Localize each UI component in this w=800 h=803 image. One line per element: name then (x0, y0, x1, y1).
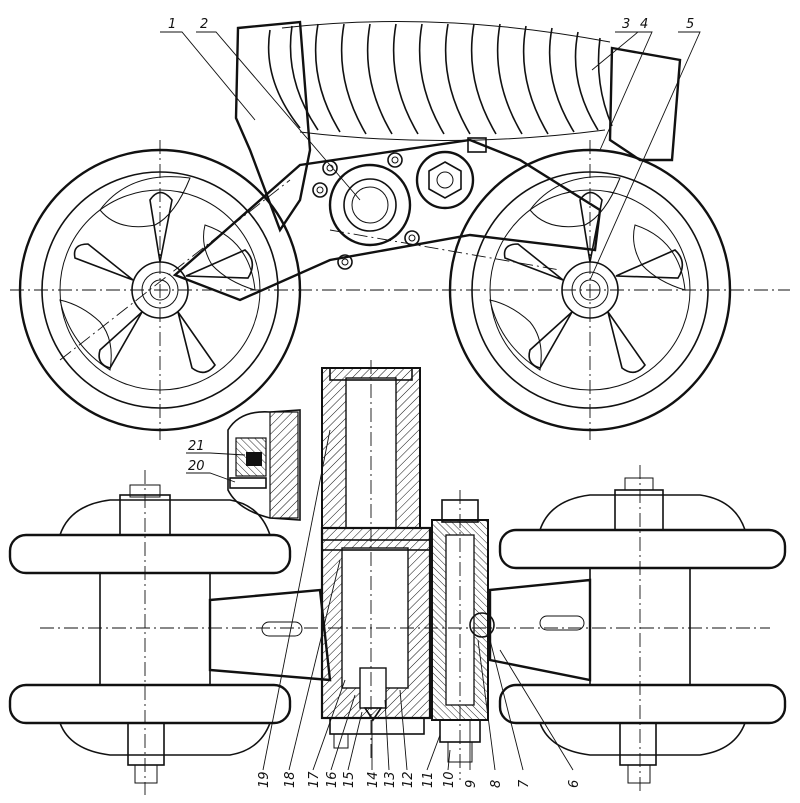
callout-9: 9 (464, 780, 479, 788)
callout-11: 11 (421, 771, 436, 788)
callout-10: 10 (442, 771, 457, 788)
axle-nut-hub (415, 150, 475, 210)
side-elevation (10, 20, 790, 440)
callout-19: 19 (257, 771, 272, 788)
pivot-hub-inner (343, 178, 397, 232)
callout-5: 5 (686, 17, 694, 32)
left-wheel-outer-disc (8, 533, 292, 575)
callout-12: 12 (401, 771, 416, 788)
callout-4: 4 (640, 17, 648, 32)
callout-8: 8 (489, 780, 504, 788)
spring-bracket (234, 20, 312, 233)
balancer-arm (172, 138, 602, 302)
seal-detail-inset (227, 409, 301, 521)
spring-bracket-right (608, 46, 682, 162)
right-wheel-outer-disc (498, 528, 787, 570)
callout-7: 7 (517, 779, 532, 788)
leader-lines (160, 31, 701, 771)
plan-section (8, 360, 787, 795)
coil-spring (267, 21, 613, 141)
callout-21: 21 (188, 439, 205, 454)
callout-14: 14 (366, 771, 381, 788)
pivot-hub-outer (328, 163, 412, 247)
callout-labels: 1 2 3 4 5 21 20 19 18 17 16 15 14 13 12 … (168, 17, 694, 788)
callout-16: 16 (325, 771, 340, 788)
callout-15: 15 (342, 771, 357, 788)
callout-3: 3 (622, 17, 630, 32)
callout-17: 17 (307, 771, 322, 788)
callout-18: 18 (283, 771, 298, 788)
pivot-bolts (312, 152, 420, 270)
callout-20: 20 (188, 459, 205, 474)
callout-13: 13 (383, 771, 398, 788)
left-wheel-inner-disc (8, 683, 292, 725)
callout-2: 2 (200, 17, 208, 32)
right-wheel-inner-disc (498, 683, 787, 725)
callout-1: 1 (168, 17, 176, 32)
callout-6: 6 (567, 780, 582, 788)
